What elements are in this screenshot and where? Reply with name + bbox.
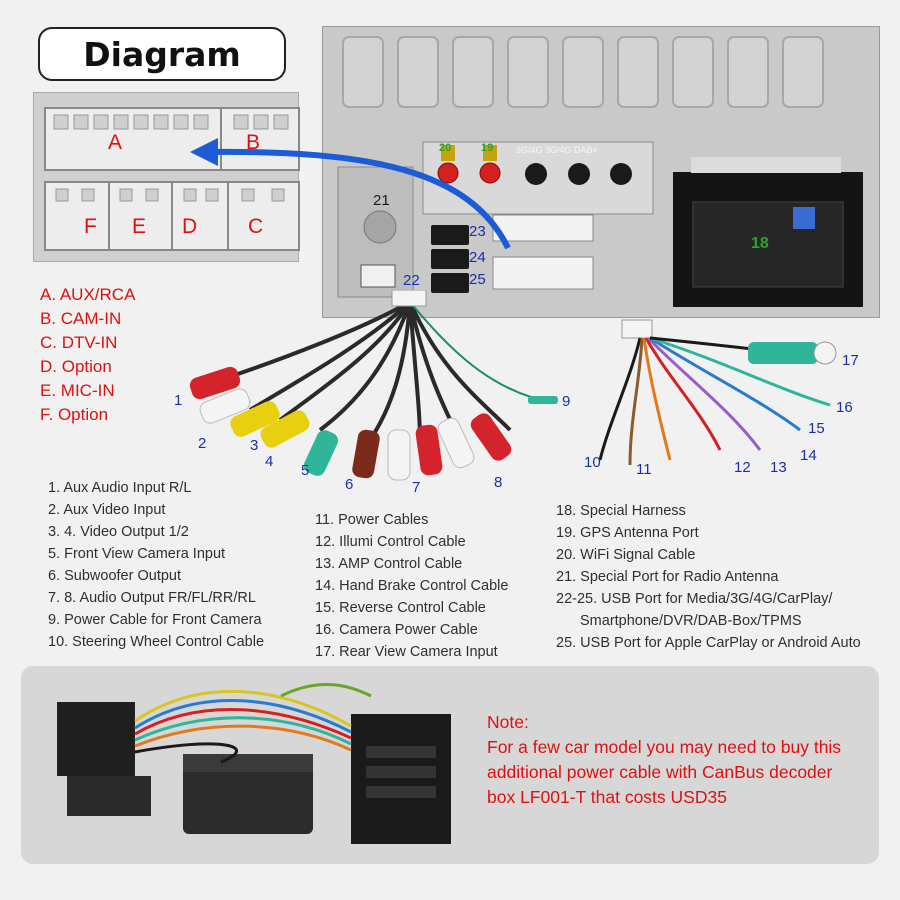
- legend-item: F. Option: [40, 405, 109, 424]
- legend-item: C. DTV-IN: [40, 333, 118, 352]
- cable-num-14: 14: [800, 447, 817, 464]
- list-item: Smartphone/DVR/DAB-Box/TPMS: [580, 613, 802, 629]
- connector-pin-diagram: A B F E D C: [33, 92, 300, 262]
- connector-top-pins: [53, 109, 289, 169]
- list-item: 21. Special Port for Radio Antenna: [556, 569, 779, 585]
- cable-num-2: 2: [198, 435, 207, 452]
- canbus-cable-illustration: [57, 682, 451, 844]
- list-item: 20. WiFi Signal Cable: [556, 547, 696, 563]
- cable-num-17: 17: [842, 352, 859, 369]
- legend-item: D. Option: [40, 357, 112, 376]
- connector-top-block: A B: [44, 107, 300, 171]
- cable-num-9: 9: [562, 393, 571, 410]
- legend-item: A. AUX/RCA: [40, 285, 136, 304]
- label-21: 21: [373, 192, 390, 209]
- connector-letter-c: C: [248, 215, 264, 238]
- label-22: 22: [403, 272, 420, 289]
- diagram-title: Diagram: [83, 34, 241, 74]
- list-item: 11. Power Cables: [315, 512, 429, 528]
- cable-num-8: 8: [494, 474, 503, 491]
- cable-num-16: 16: [836, 399, 853, 416]
- list-item: 18. Special Harness: [556, 503, 686, 519]
- cable-num-5: 5: [301, 462, 310, 479]
- note-title: Note:: [487, 712, 529, 732]
- connector-letter-b: B: [246, 131, 261, 154]
- list-item: 1. Aux Audio Input R/L: [48, 480, 192, 496]
- list-item: 12. Illumi Control Cable: [315, 534, 466, 550]
- list-item: 13. AMP Control Cable: [315, 556, 463, 572]
- diagram-title-badge: Diagram: [38, 27, 286, 81]
- label-23: 23: [469, 223, 486, 240]
- label-20: 20: [439, 142, 452, 154]
- label-24: 24: [469, 249, 486, 266]
- legend-item: B. CAM-IN: [40, 309, 122, 328]
- cable-list-left: 1. Aux Audio Input R/L 2. Aux Video Inpu…: [48, 477, 264, 653]
- list-item: 7. 8. Audio Output FR/FL/RR/RL: [48, 590, 256, 606]
- head-unit-illustration: [337, 36, 863, 307]
- cable-num-1: 1: [174, 392, 183, 409]
- list-item: 3. 4. Video Output 1/2: [48, 524, 189, 540]
- connector-letter-a: A: [108, 131, 123, 154]
- cable-num-10: 10: [584, 454, 601, 471]
- antenna-port-labels: 3G/4G 3G/4G DAB+: [516, 145, 598, 155]
- legend-item: E. MIC-IN: [40, 381, 115, 400]
- cable-num-12: 12: [734, 459, 751, 476]
- list-item: 9. Power Cable for Front Camera: [48, 612, 262, 628]
- list-item: 14. Hand Brake Control Cable: [315, 578, 509, 594]
- connector-letter-e: E: [132, 215, 147, 238]
- label-18: 18: [751, 235, 769, 252]
- label-25: 25: [469, 271, 486, 288]
- cable-num-7: 7: [412, 479, 421, 496]
- cable-list-right: 18. Special Harness 19. GPS Antenna Port…: [556, 500, 861, 654]
- canbus-cable-panel: [21, 666, 879, 864]
- list-item: 16. Camera Power Cable: [315, 622, 478, 638]
- cable-num-3: 3: [250, 437, 259, 454]
- blue-arrow: [190, 138, 511, 250]
- cable-num-11: 11: [636, 461, 652, 478]
- list-item: 22-25. USB Port for Media/3G/4G/CarPlay/: [556, 591, 833, 607]
- list-item: 25. USB Port for Apple CarPlay or Androi…: [556, 635, 861, 651]
- list-item: 19. GPS Antenna Port: [556, 525, 699, 541]
- head-unit-rear-panel: 21 22 23 24 25 20 19 3G/4G 3G/4G DAB+ 18: [322, 26, 880, 318]
- connector-legend: A. AUX/RCA B. CAM-IN C. DTV-IN D. Option…: [40, 283, 135, 427]
- note-line: additional power cable with CanBus decod…: [487, 762, 833, 782]
- cable-list-middle: 11. Power Cables 12. Illumi Control Cabl…: [315, 509, 508, 663]
- list-item: 17. Rear View Camera Input: [315, 644, 498, 660]
- note-line: For a few car model you may need to buy …: [487, 737, 842, 757]
- cable-num-13: 13: [770, 459, 787, 476]
- list-item: 2. Aux Video Input: [48, 502, 166, 518]
- connector-bottom-pins: [55, 183, 285, 249]
- cable-num-6: 6: [345, 476, 354, 493]
- list-item: 6. Subwoofer Output: [48, 568, 181, 584]
- connector-bottom-block: F E D C: [44, 181, 300, 251]
- list-item: 5. Front View Camera Input: [48, 546, 226, 562]
- cable-num-4: 4: [265, 453, 274, 470]
- note-block: Note: For a few car model you may need t…: [487, 710, 841, 810]
- list-item: 10. Steering Wheel Control Cable: [48, 634, 265, 650]
- connector-letter-f: F: [84, 215, 97, 238]
- cable-num-15: 15: [808, 420, 825, 437]
- connector-letter-d: D: [182, 215, 198, 238]
- label-19: 19: [481, 142, 494, 154]
- note-line: box LF001-T that costs USD35: [487, 787, 727, 807]
- list-item: 15. Reverse Control Cable: [315, 600, 486, 616]
- cable-harness-illustration: [189, 290, 837, 481]
